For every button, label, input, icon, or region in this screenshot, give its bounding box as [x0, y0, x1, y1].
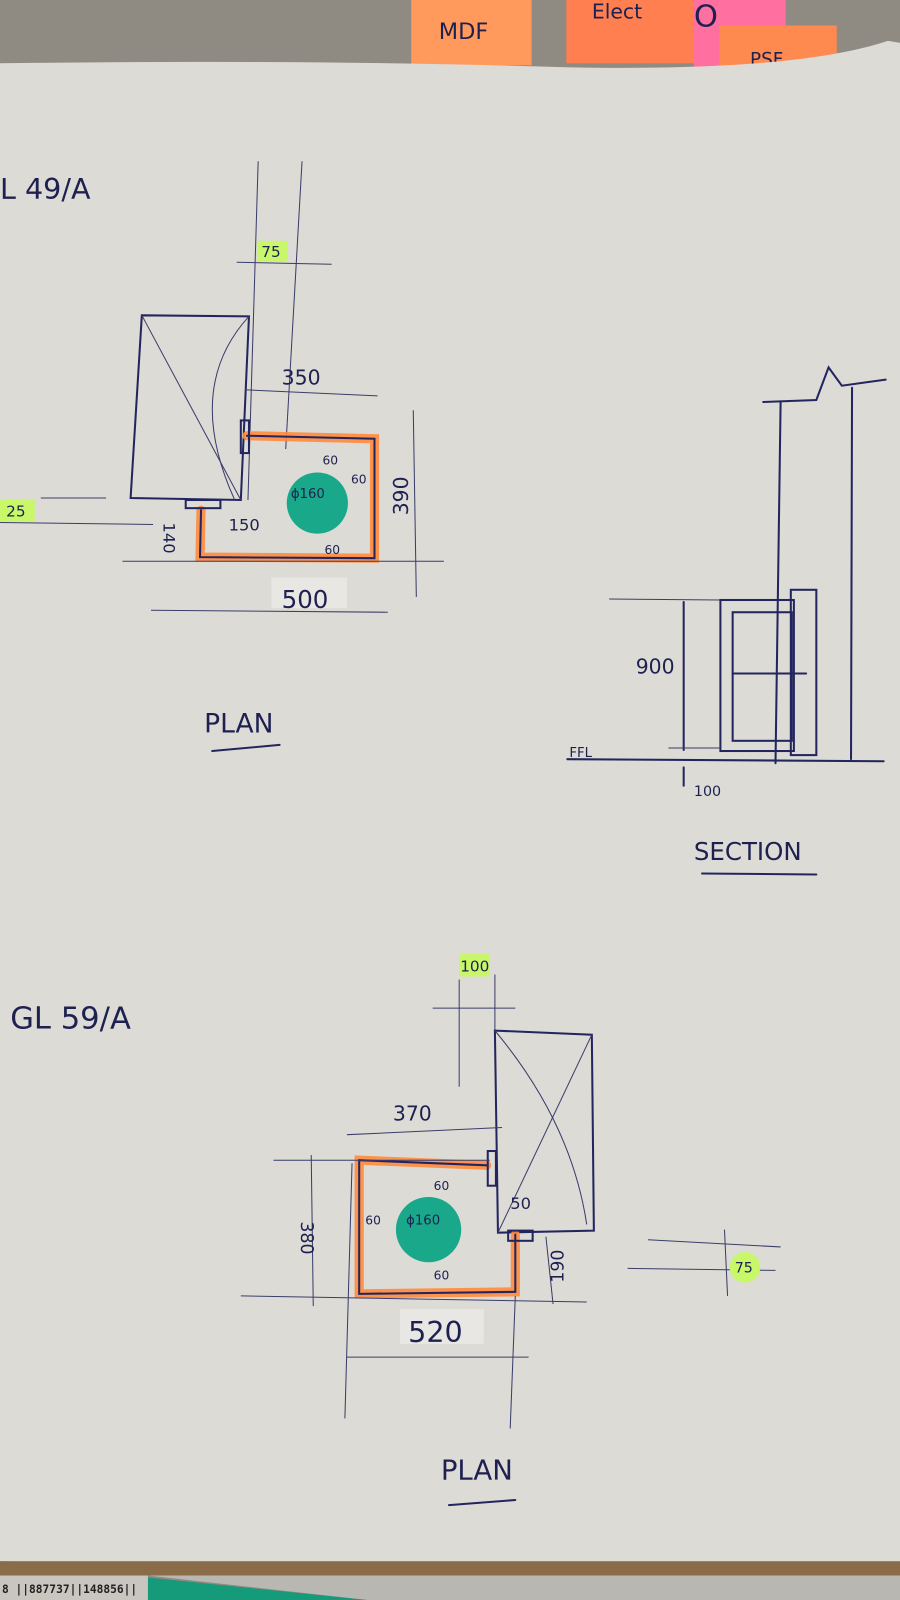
drawing-ref: L 49/A: [0, 172, 91, 206]
plan-1: L 49/A 75 350 ϕ160 60 60 60 150 140 390 …: [0, 161, 444, 753]
paper-sheet: [0, 40, 900, 1572]
plan-title: PLAN: [204, 709, 273, 740]
dim-label: 380: [296, 1221, 316, 1254]
pipe-circle: [286, 472, 348, 534]
section-title: SECTION: [694, 837, 802, 866]
dim-label: 500: [282, 585, 329, 614]
dim-label: 60: [365, 1213, 381, 1227]
dim-label: 520: [408, 1315, 463, 1349]
plan-title: PLAN: [441, 1455, 513, 1487]
dim-label: 190: [548, 1250, 568, 1283]
dim-label: 60: [351, 473, 367, 487]
dim-label: 900: [636, 654, 675, 678]
dim-label: 50: [510, 1194, 531, 1213]
dim-label: 370: [393, 1101, 432, 1125]
dim-label: 140: [159, 522, 178, 553]
dim-label: 25: [6, 502, 25, 520]
dim-label: ϕ160: [406, 1213, 440, 1228]
level-label: FFL: [569, 746, 592, 761]
dim-label: 350: [282, 366, 321, 390]
sticky-note-label: MDF: [439, 19, 489, 45]
board-edge: [0, 1561, 900, 1576]
dim-label: 390: [389, 476, 413, 515]
barcode-label: [0, 1575, 148, 1600]
section-drawing: 900 FFL 100 SECTION: [566, 365, 887, 876]
sticky-note-mdf: MDF: [411, 0, 532, 66]
dim-label: 60: [324, 543, 340, 557]
dim-label: 60: [434, 1269, 450, 1283]
dim-label: 75: [735, 1260, 753, 1276]
sticky-note-label: Elect: [592, 0, 642, 23]
drawing-ref: GL 59/A: [10, 1002, 131, 1037]
pipe-circle: [395, 1196, 462, 1263]
cardboard: [147, 1575, 900, 1600]
green-card: [147, 1577, 368, 1600]
sticky-note-elect: Elect: [566, 0, 699, 64]
barcode-text: 8 ||887737||148856||: [2, 1583, 137, 1596]
dim-label: 100: [694, 784, 721, 800]
dim-label: ϕ160: [291, 487, 325, 502]
dim-label: 60: [322, 453, 338, 467]
dim-label: 60: [434, 1179, 450, 1193]
dim-label: 150: [229, 516, 260, 535]
dim-label: 75: [261, 243, 280, 261]
plan-2: GL 59/A 100 370 ϕ160 60 60 60 50 380 190…: [10, 954, 781, 1507]
sticky-note-label: O: [694, 0, 718, 35]
dim-label: 100: [460, 957, 489, 975]
